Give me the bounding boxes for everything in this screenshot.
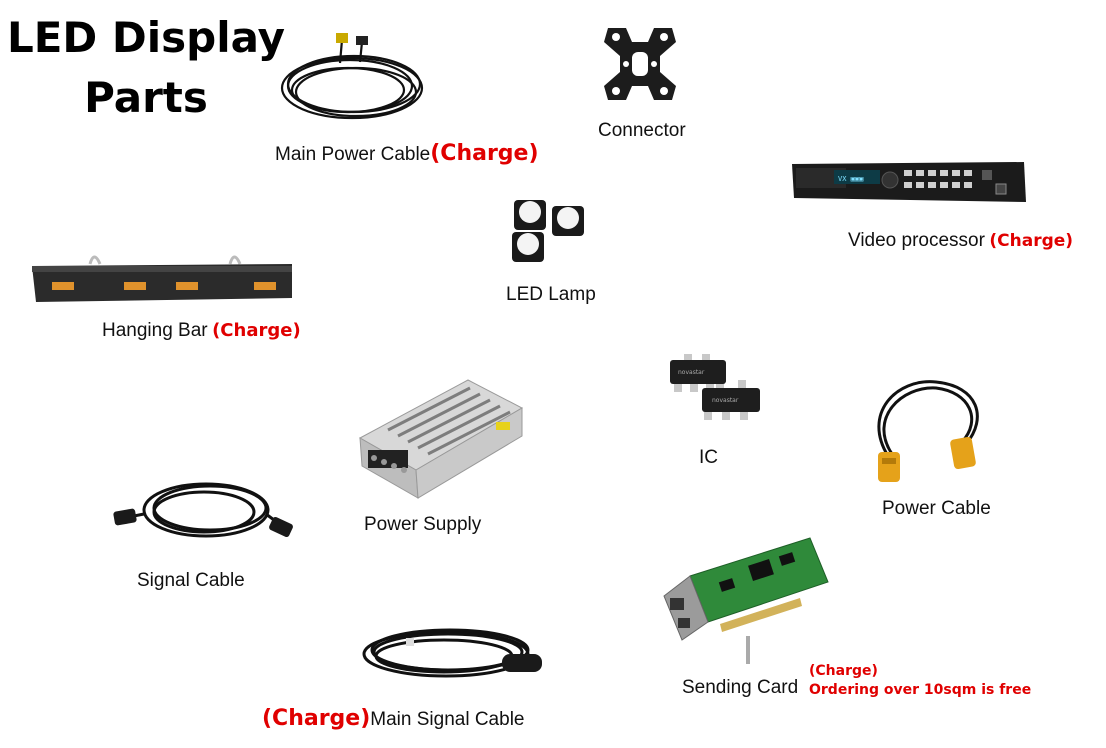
led-lamp-icon bbox=[512, 200, 584, 262]
power-supply-icon bbox=[358, 379, 524, 499]
connector-icon bbox=[604, 28, 676, 100]
sending-card-free-note: Ordering over 10sqm is free bbox=[809, 682, 1032, 698]
title-line-1: LED Display bbox=[6, 13, 286, 62]
main-signal-cable-icon bbox=[362, 628, 542, 678]
connector-label: Connector bbox=[598, 120, 686, 141]
svg-text:novastar: novastar bbox=[712, 397, 739, 404]
signal-cable-icon bbox=[113, 482, 293, 538]
main-power-cable-label: Main Power Cable bbox=[275, 144, 431, 165]
sending-card-icon bbox=[663, 537, 829, 664]
main-signal-cable-charge: (Charge) bbox=[262, 706, 371, 731]
ic-chip-icon: novastar novastar bbox=[670, 354, 760, 420]
title-line-2: Parts bbox=[84, 73, 208, 122]
hanging-bar-caption: Hanging Bar (Charge) bbox=[102, 320, 301, 342]
cable-coil-icon bbox=[280, 33, 424, 120]
svg-text:novastar: novastar bbox=[678, 369, 705, 376]
svg-text:VX ▣▣▣: VX ▣▣▣ bbox=[838, 175, 863, 183]
power-cable-label: Power Cable bbox=[882, 498, 991, 519]
led-lamp-label: LED Lamp bbox=[506, 284, 596, 305]
signal-cable-label: Signal Cable bbox=[137, 570, 245, 591]
video-processor-charge: (Charge) bbox=[989, 231, 1074, 251]
main-power-cable-charge: (Charge) bbox=[430, 141, 539, 166]
page-title: LED Display Parts bbox=[0, 8, 292, 128]
video-processor-label: Video processor bbox=[848, 230, 985, 251]
sending-card-label: Sending Card bbox=[682, 677, 799, 698]
hanging-bar-label: Hanging Bar bbox=[102, 320, 208, 341]
video-processor-icon: VX ▣▣▣ bbox=[792, 162, 1026, 202]
main-signal-cable-caption: (Charge)Main Signal Cable bbox=[262, 706, 524, 731]
power-supply-label: Power Supply bbox=[364, 514, 482, 535]
main-power-cable-caption: Main Power Cable(Charge) bbox=[275, 141, 539, 166]
video-processor-caption: Video processor (Charge) bbox=[848, 230, 1073, 252]
ic-label: IC bbox=[699, 447, 718, 468]
hanging-bar-icon bbox=[32, 255, 292, 302]
power-cable-icon bbox=[877, 380, 979, 482]
sending-card-charge: (Charge) bbox=[809, 663, 878, 679]
hanging-bar-charge: (Charge) bbox=[212, 320, 301, 341]
main-signal-cable-label: Main Signal Cable bbox=[370, 709, 525, 730]
